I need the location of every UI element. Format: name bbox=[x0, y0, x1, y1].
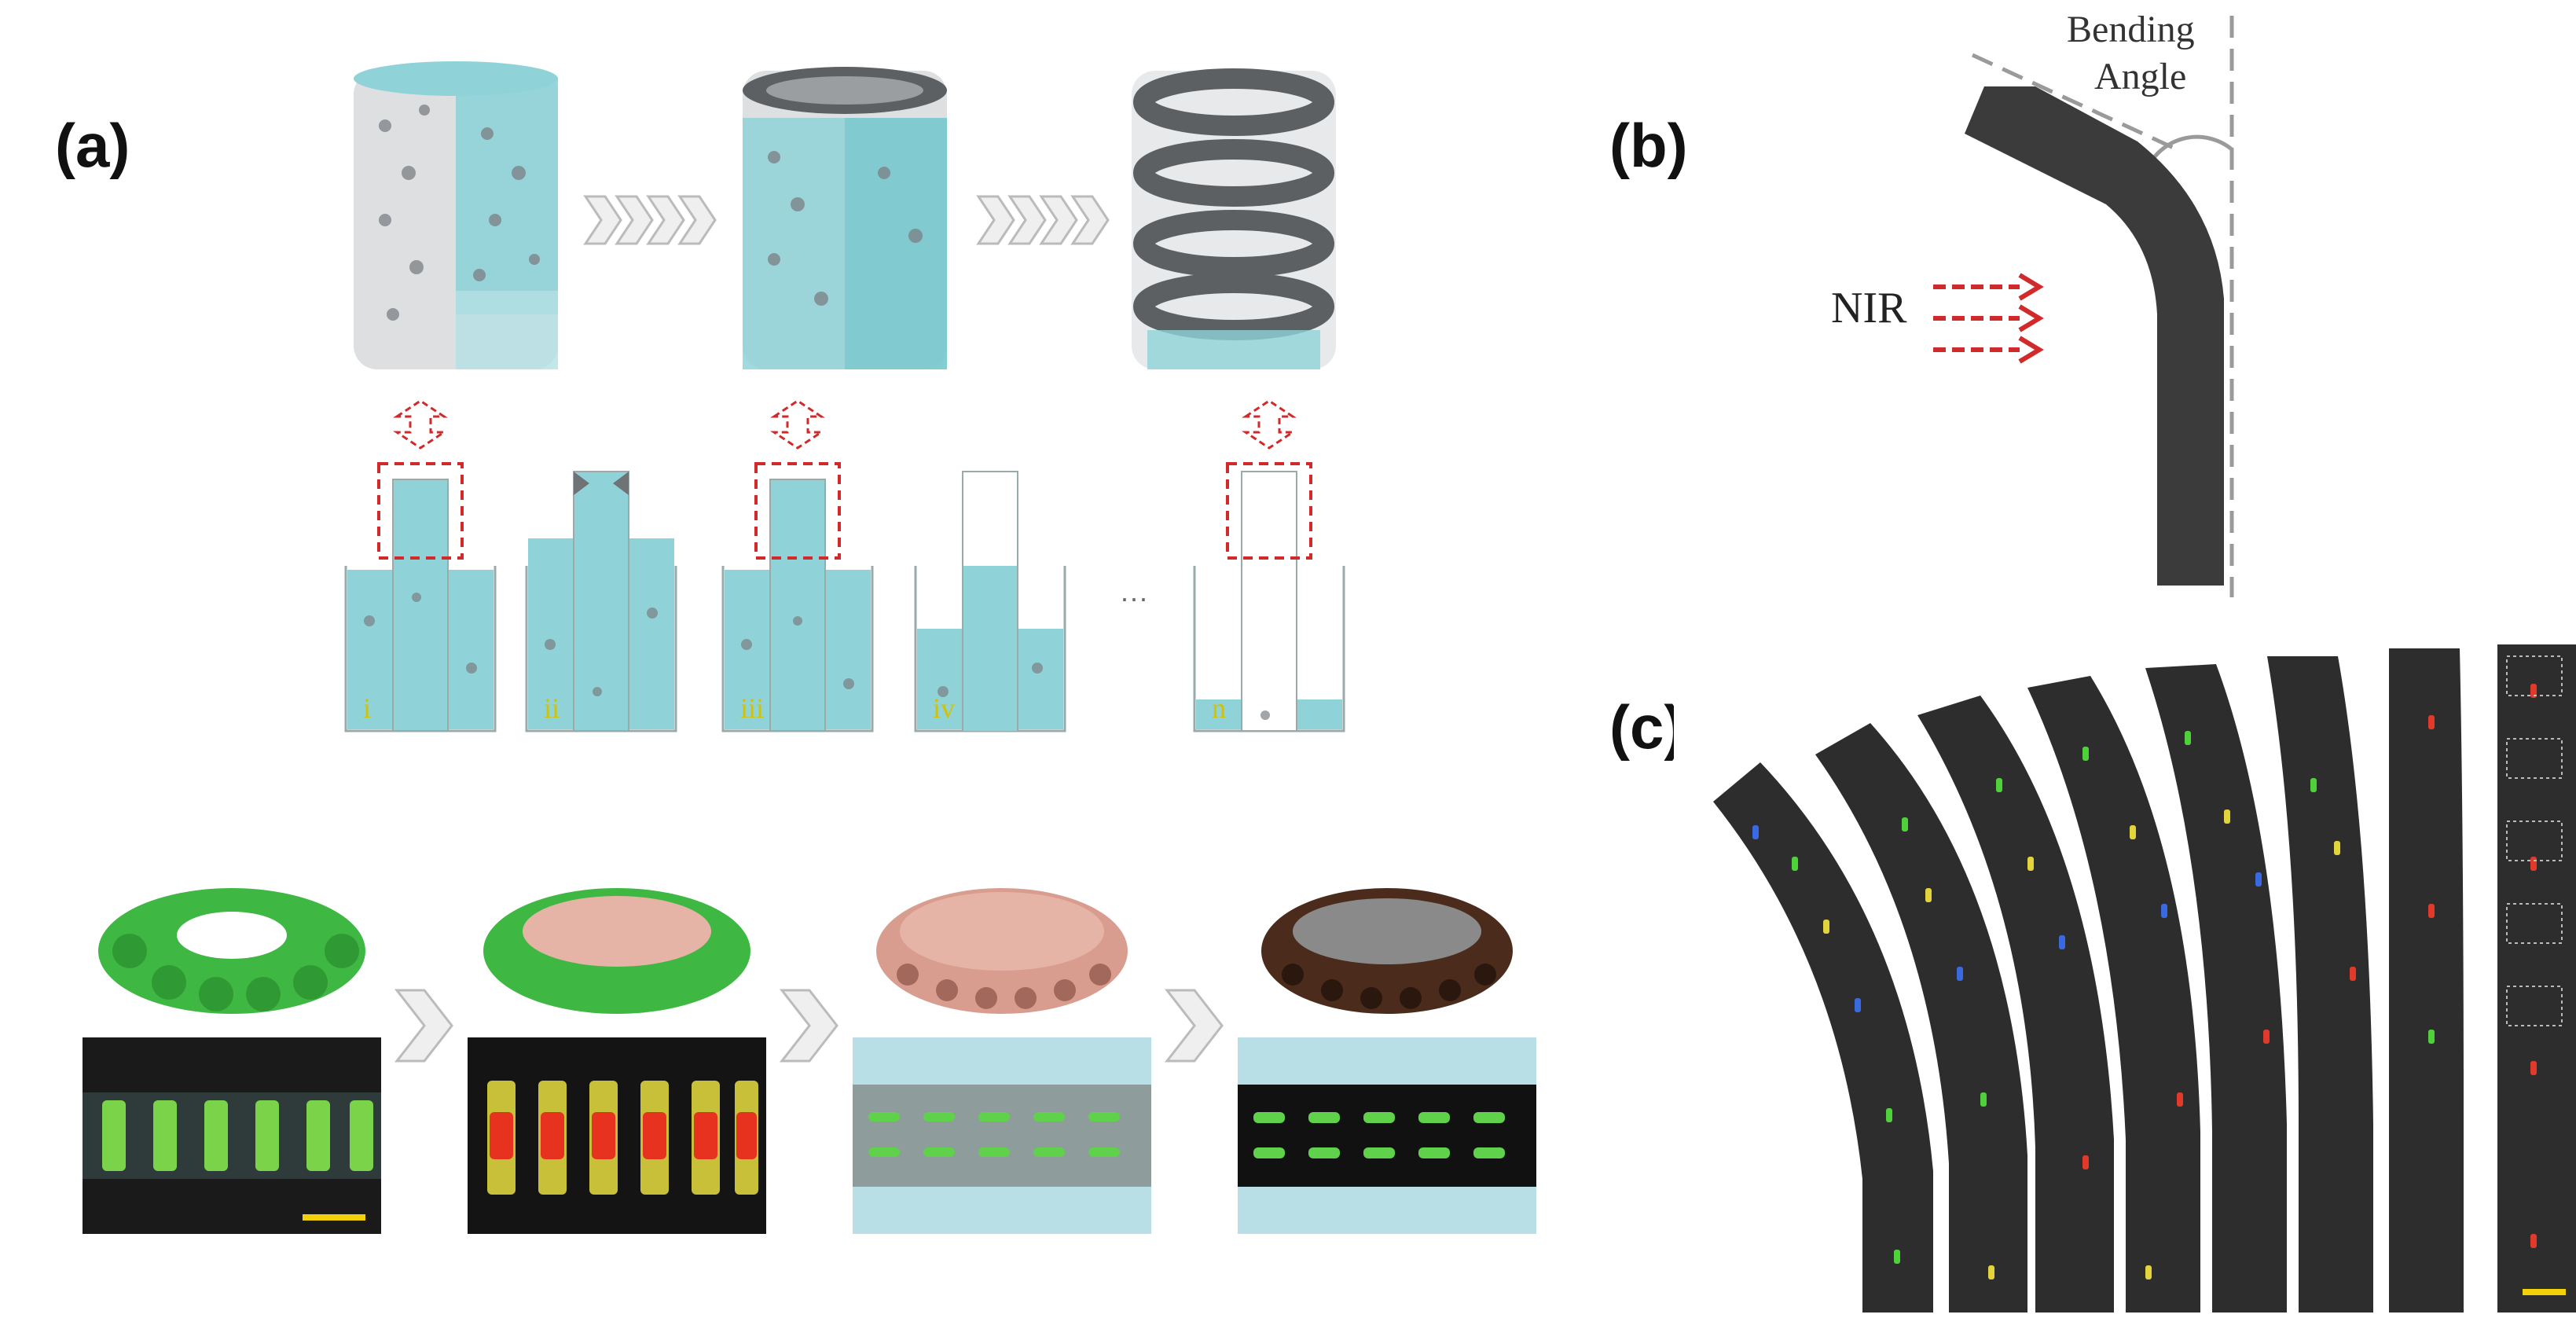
step-n bbox=[1193, 399, 1345, 732]
tube-3d-stage-n bbox=[1132, 68, 1336, 369]
step-label: n bbox=[1212, 692, 1226, 724]
micrograph-3 bbox=[853, 1037, 1151, 1234]
panel-label-a: (a) bbox=[55, 111, 130, 180]
ring-green-pink-core bbox=[483, 888, 750, 1014]
step-i bbox=[344, 399, 497, 732]
step-iv bbox=[914, 471, 1066, 732]
step-iii bbox=[721, 399, 874, 732]
chevron-arrow-icon bbox=[1164, 989, 1224, 1063]
panel-label-b: (b) bbox=[1609, 111, 1688, 180]
step-label: i bbox=[363, 692, 372, 724]
chevron-arrow-icon bbox=[394, 989, 453, 1063]
chevron-arrow-icon bbox=[779, 989, 838, 1063]
ellipsis: ··· bbox=[1120, 582, 1148, 614]
panel-label-c: (c) bbox=[1609, 692, 1685, 762]
chevron-arrow-icon bbox=[976, 195, 1110, 245]
bending-label-line1: Bending bbox=[2067, 9, 2195, 50]
ring-dark-brown bbox=[1261, 888, 1513, 1014]
capillary-schematic bbox=[344, 399, 1345, 732]
tube-3d-stage-1 bbox=[354, 61, 558, 369]
bending-label-line2: Angle bbox=[2094, 56, 2187, 97]
step-label: iv bbox=[933, 692, 956, 724]
ring-green-beads bbox=[98, 888, 365, 1014]
step-label: iii bbox=[740, 692, 765, 724]
bent-fibers-fluorescence bbox=[1674, 621, 2576, 1312]
micrograph-1 bbox=[83, 1037, 381, 1234]
micrograph-2 bbox=[468, 1037, 766, 1234]
step-label: ii bbox=[544, 692, 560, 724]
step-ii bbox=[525, 471, 677, 732]
nir-label: NIR bbox=[1831, 284, 1907, 332]
chevron-arrow-icon bbox=[583, 195, 717, 245]
ring-pink-porous bbox=[876, 888, 1128, 1014]
micrograph-4 bbox=[1238, 1037, 1536, 1234]
bent-fiber-diagram bbox=[1933, 16, 2234, 597]
tube-3d-stage-2 bbox=[743, 67, 947, 369]
